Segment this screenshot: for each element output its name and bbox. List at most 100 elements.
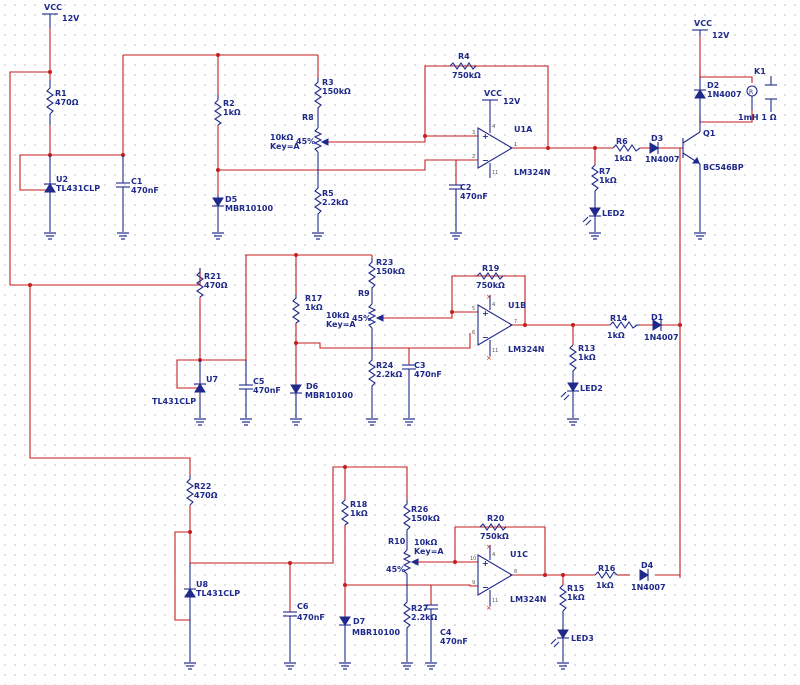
diode-d7[interactable]: D7 MBR10100 (339, 616, 400, 662)
pin-number: 4 (492, 124, 495, 130)
resistor-r26[interactable]: R26 150kΩ (403, 500, 440, 550)
diode-d3[interactable]: D3 1N4007 (645, 134, 680, 164)
r21-value: 470Ω (204, 281, 228, 290)
led2-middle[interactable]: LED2 (560, 382, 603, 418)
resistor-r21[interactable]: R21 470Ω (196, 268, 228, 298)
resistor-r20[interactable]: R20 750kΩ (479, 514, 509, 541)
pin-number: 10 (470, 556, 476, 562)
r3-value: 150kΩ (322, 87, 351, 96)
diode-d5[interactable]: D5 MBR10100 (212, 195, 273, 232)
led3[interactable]: LED3 (550, 629, 594, 662)
shunt-regulator-u8[interactable]: U8 TL431CLP (184, 563, 240, 662)
diode-d2[interactable]: D2 1N4007 (694, 77, 742, 122)
led3-ref: LED3 (571, 634, 594, 643)
capacitor-c5[interactable]: C5 470nF (239, 360, 281, 418)
vcc-label: VCC (694, 19, 712, 28)
r4-ref: R4 (458, 52, 470, 61)
ground-symbol (44, 232, 56, 240)
vcc-voltage: 12V (62, 14, 80, 23)
u2-ref: U2 (56, 175, 68, 184)
junction-dot (593, 146, 597, 150)
r7-ref: R7 (599, 167, 611, 176)
r17-value: 1kΩ (305, 303, 323, 312)
junction-dot (294, 341, 298, 345)
capacitor-c2[interactable]: C2 470nF (449, 183, 488, 232)
ground-symbol (284, 662, 296, 670)
junction-dot (343, 465, 347, 469)
resistor-r14[interactable]: R14 1kΩ (607, 314, 640, 340)
ground-symbol (366, 418, 378, 426)
ground-symbol (450, 232, 462, 240)
svg-text:×: × (486, 604, 492, 612)
relay-k1[interactable]: R K1 1mH 1 Ω (738, 67, 777, 122)
resistor-r3[interactable]: R3 150kΩ (314, 78, 351, 128)
r22-value: 470Ω (194, 491, 218, 500)
r15-value: 1kΩ (567, 593, 585, 602)
diode-d1[interactable]: D1 1N4007 (644, 313, 679, 342)
junction-dot (288, 561, 292, 565)
resistor-r15[interactable]: R15 1kΩ (559, 584, 585, 630)
shunt-regulator-u7[interactable]: U7 TL431CLP (152, 360, 218, 418)
diode-d6[interactable]: D6 MBR10100 (290, 382, 353, 418)
r19-ref: R19 (482, 264, 500, 273)
resistor-r24[interactable]: R24 2.2kΩ (368, 328, 402, 418)
r10-value: 10kΩ (414, 538, 437, 547)
c2-ref: C2 (460, 183, 471, 192)
opamp-u1b[interactable]: + − × × U1B LM324N 4 11 5 6 7 (472, 293, 544, 362)
resistor-r13[interactable]: R13 1kΩ (569, 344, 596, 383)
pin-number: 7 (514, 319, 517, 325)
shunt-regulator-u2[interactable]: U2 TL431CLP (44, 155, 100, 232)
resistor-r2[interactable]: R2 1kΩ (214, 95, 241, 126)
junction-dots (28, 53, 682, 587)
capacitor-c1[interactable]: C1 470nF (116, 155, 159, 232)
junction-dot (423, 134, 427, 138)
resistor-r23[interactable]: R23 150kΩ (368, 258, 405, 304)
opamp-u1a[interactable]: + − VCC 12V U1A LM324N 4 11 3 2 1 (472, 89, 550, 178)
d7-ref: D7 (353, 617, 365, 626)
junction-dot (561, 573, 565, 577)
r9-percent: 45% (352, 314, 371, 323)
resistor-r6[interactable]: R6 1kΩ (612, 137, 641, 163)
r7-value: 1kΩ (599, 176, 617, 185)
junction-dot (571, 323, 575, 327)
potentiometer-r8[interactable]: R8 45% 10kΩ Key=A (270, 113, 329, 153)
resistor-r17[interactable]: R17 1kΩ (292, 294, 323, 324)
opamp-u1c[interactable]: + − × × U1C LM324N 4 11 10 9 8 (470, 543, 546, 612)
vcc-supply-top-left: VCC 12V (42, 3, 80, 28)
resistor-r4[interactable]: R4 750kΩ (449, 52, 481, 80)
c3-value: 470nF (414, 370, 442, 379)
r10-key: Key=A (414, 547, 444, 556)
transistor-q1[interactable]: Q1 BC546BP (682, 122, 744, 232)
resistor-r18[interactable]: R18 1kΩ (341, 499, 368, 526)
r8-percent: 45% (296, 137, 315, 146)
ground-symbol (290, 418, 302, 426)
resistor-r22[interactable]: R22 470Ω (186, 475, 218, 506)
d7-value: MBR10100 (352, 628, 400, 637)
ground-symbol (117, 232, 129, 240)
resistor-r5[interactable]: R5 2.2kΩ (314, 152, 348, 232)
resistor-r27[interactable]: R27 2.2kΩ (403, 574, 437, 662)
r13-ref: R13 (578, 344, 595, 353)
resistor-r7[interactable]: R7 1kΩ (591, 164, 617, 208)
wires (9, 28, 753, 621)
resistor-r16[interactable]: R16 1kΩ (594, 564, 618, 590)
junction-dot (294, 253, 298, 257)
r13-value: 1kΩ (578, 353, 596, 362)
capacitor-c3[interactable]: C3 470nF (402, 361, 442, 418)
u7-ref: U7 (206, 375, 218, 384)
potentiometer-r9[interactable]: R9 45% 10kΩ Key=A (326, 289, 384, 329)
resistor-r19[interactable]: R19 750kΩ (476, 264, 505, 290)
capacitor-c6[interactable]: C6 470nF (283, 602, 325, 662)
diode-d4[interactable]: D4 1N4007 (631, 561, 666, 592)
resistor-r1[interactable]: R1 470Ω (46, 80, 79, 125)
junction-dot (216, 53, 220, 57)
r27-ref: R27 (411, 604, 428, 613)
pin-number: 8 (514, 569, 517, 575)
q1-ref: Q1 (703, 129, 716, 138)
c2-value: 470nF (460, 192, 488, 201)
r6-value: 1kΩ (614, 154, 632, 163)
capacitor-c4[interactable]: C4 470nF (424, 604, 468, 662)
led2-top[interactable]: LED2 (582, 207, 625, 232)
d4-ref: D4 (641, 561, 654, 570)
potentiometer-r10[interactable]: R10 45% 10kΩ Key=A (386, 537, 444, 575)
